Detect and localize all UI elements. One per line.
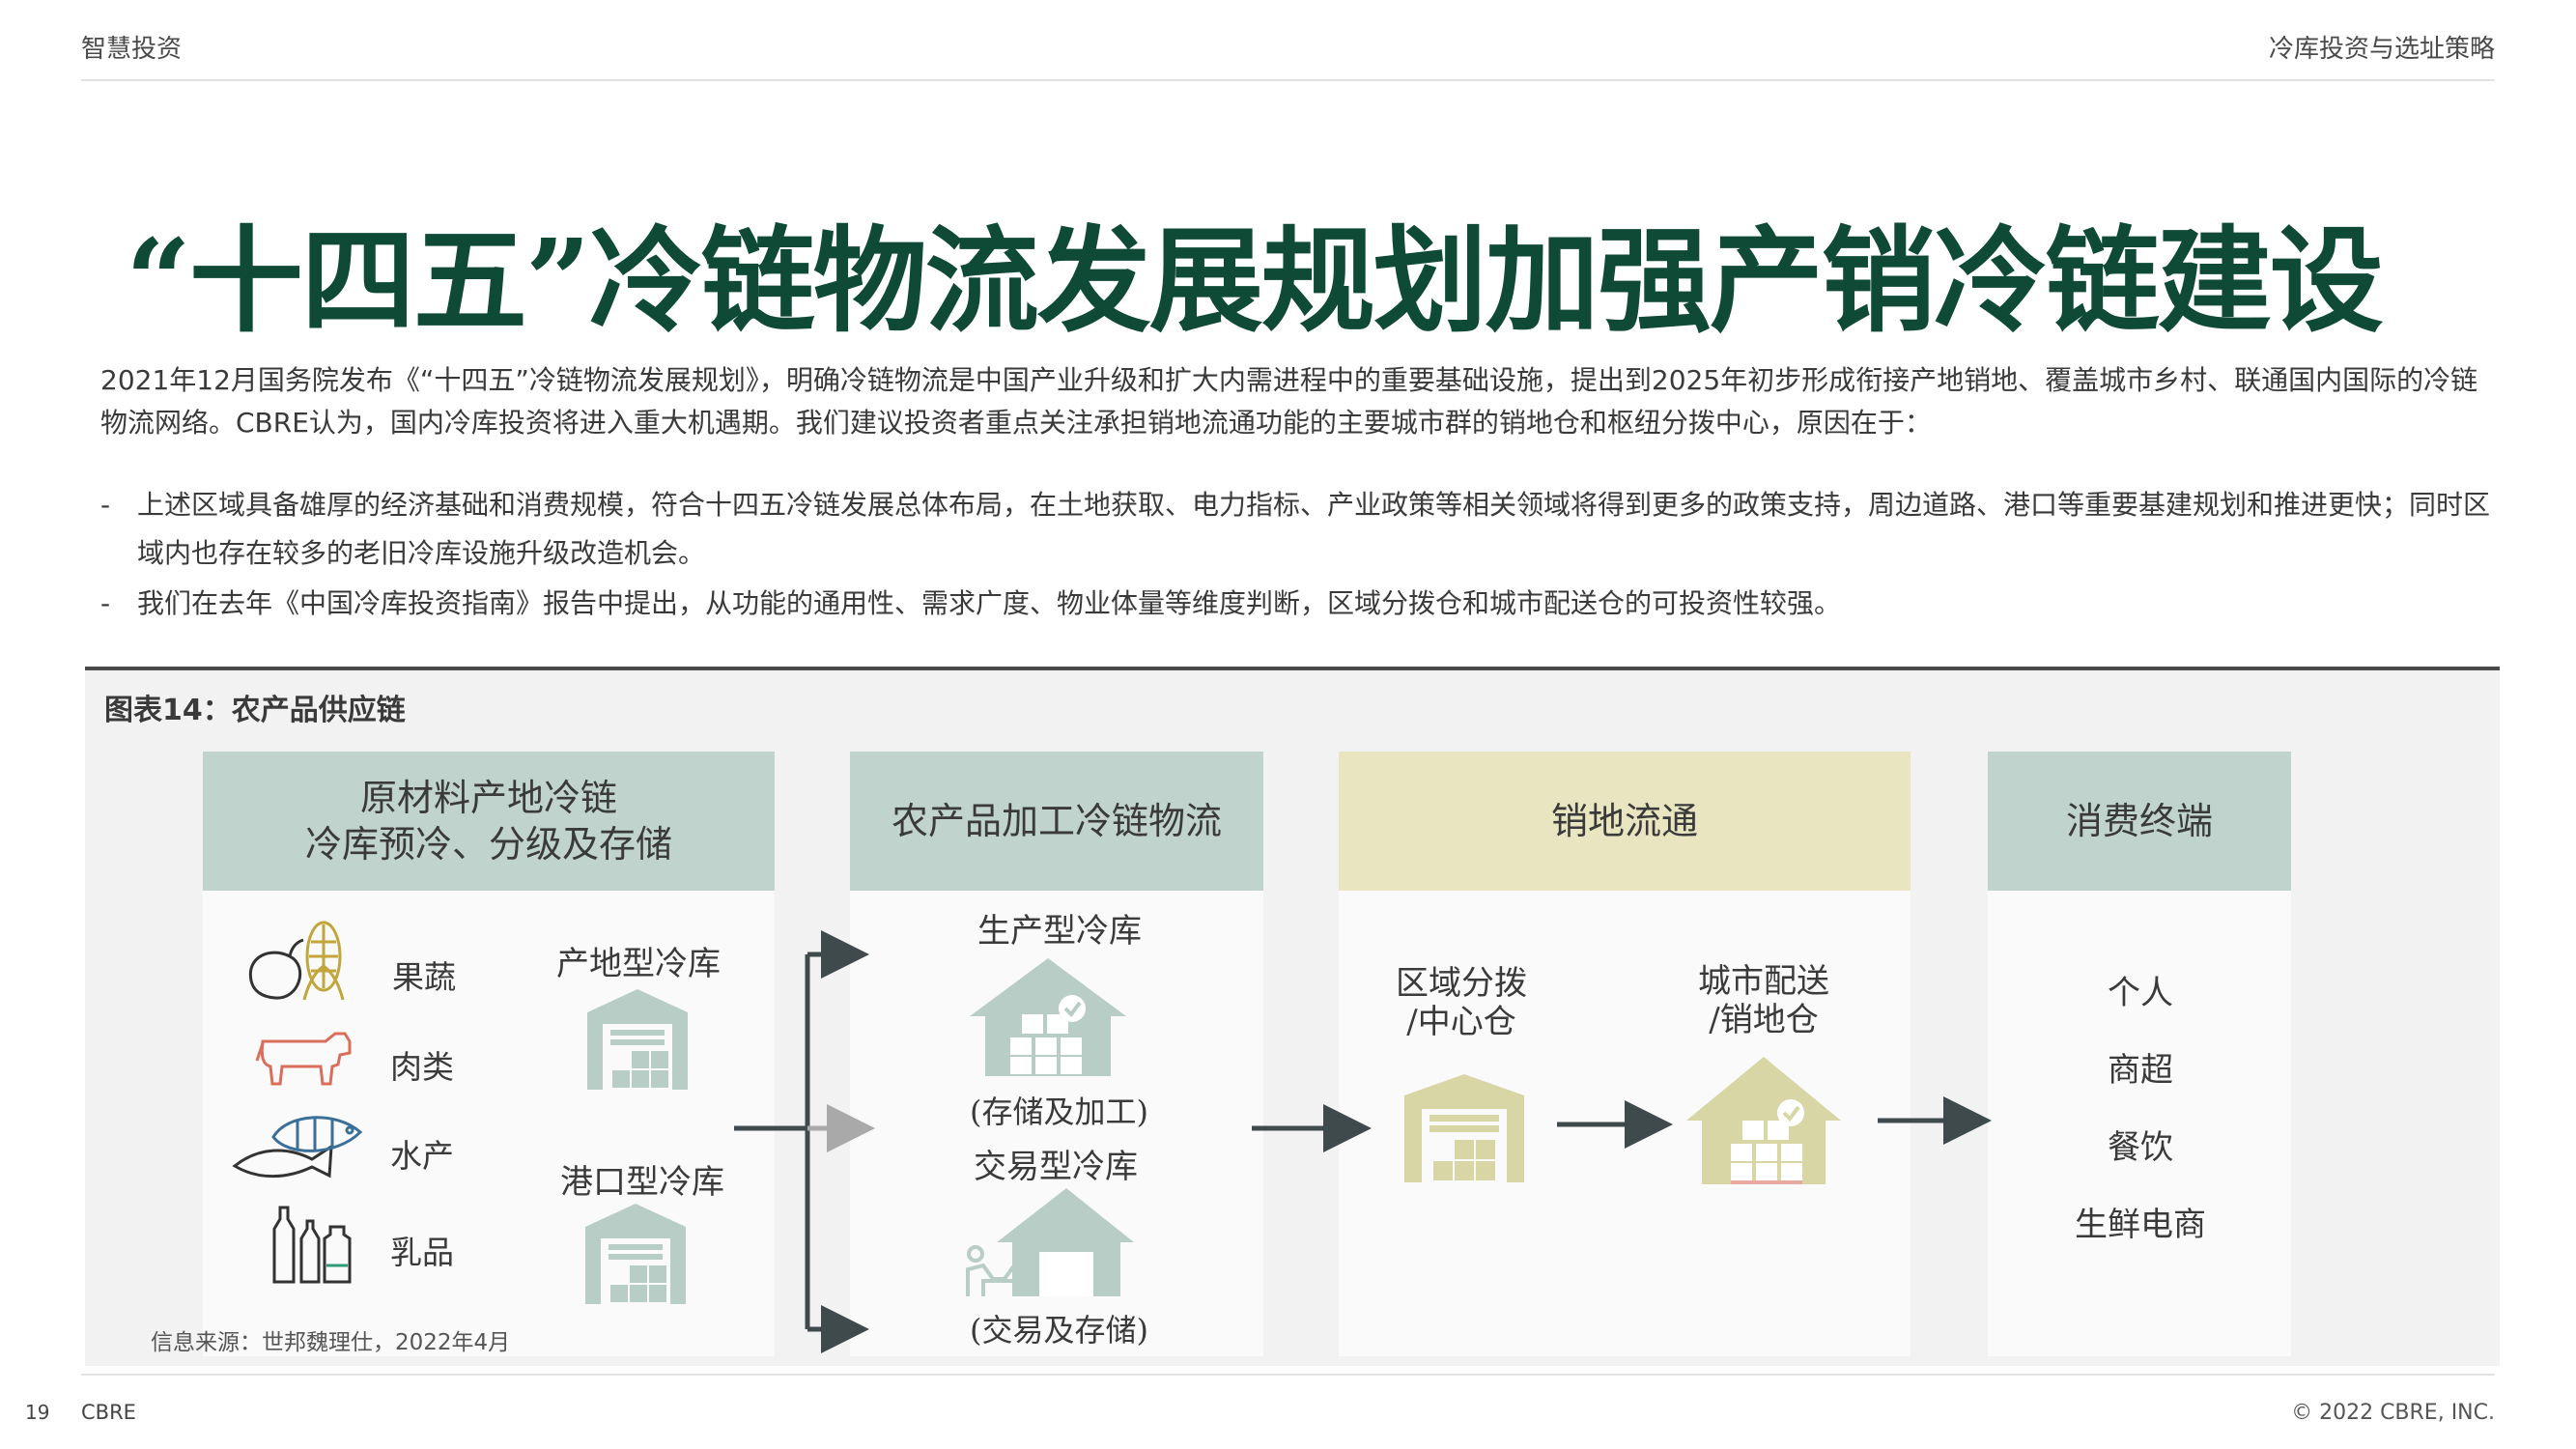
footer-divider (81, 1374, 2495, 1376)
page-title: “十四五”冷链物流发展规划加强产销冷链建设 (126, 213, 2384, 348)
consumer-item-supermarket: 商超 (2108, 1051, 2173, 1090)
warehouse-label-origin: 产地型冷库 (556, 945, 721, 983)
production-warehouse-label: 生产型冷库 (977, 912, 1142, 951)
production-warehouse-note: (存储及加工) (970, 1094, 1148, 1130)
consumer-item-fresh-ecommerce: 生鲜电商 (2075, 1206, 2206, 1244)
warehouse-label-port: 港口型冷库 (560, 1163, 724, 1202)
product-label-seafood: 水产 (390, 1137, 454, 1175)
bullet-dash: - (100, 489, 111, 521)
label-line-1: 区域分拨 (1396, 964, 1527, 1003)
bullet-text: 我们在去年《中国冷库投资指南》报告中提出，从功能的通用性、需求广度、物业体量等维… (137, 587, 1842, 619)
product-label-fruit: 果蔬 (392, 958, 456, 996)
header-divider (81, 79, 2495, 81)
column-distribution-heading: 销地流通 (1339, 752, 1911, 891)
column-origin-heading: 原材料产地冷链 冷库预冷、分级及存储 (203, 752, 775, 891)
bullet-text: 上述区域具备雄厚的经济基础和消费规模，符合十四五冷链发展总体布局，在土地获取、电… (137, 489, 2491, 569)
header-right-title: 冷库投资与选址策略 (2268, 35, 2495, 64)
dairy-icon (272, 1206, 352, 1284)
trading-warehouse-note: (交易及存储) (970, 1312, 1148, 1349)
city-delivery-label: 城市配送 /销地仓 (1677, 962, 1851, 1039)
origin-warehouse-icon (587, 989, 688, 1090)
intro-paragraph: 2021年12月国务院发布《“十四五”冷链物流发展规划》，明确冷链物流是中国产业… (100, 364, 2478, 439)
trading-warehouse-icon (966, 1188, 1134, 1296)
heading-line-1: 原材料产地冷链 (359, 777, 617, 819)
header-left-title: 智慧投资 (81, 35, 183, 64)
label-line-1: 城市配送 (1698, 962, 1829, 1001)
label-line-2: /中心仓 (1406, 1003, 1516, 1041)
column-consumer: 消费终端 (1988, 752, 2291, 1356)
footer-brand: CBRE (81, 1401, 136, 1424)
bullet-item-2: - 我们在去年《中国冷库投资指南》报告中提出，从功能的通用性、需求广度、物业体量… (100, 580, 2496, 628)
consumer-item-individual: 个人 (2108, 974, 2173, 1012)
trading-warehouse-label: 交易型冷库 (974, 1148, 1138, 1186)
figure-source: 信息来源：世邦魏理仕，2022年4月 (151, 1330, 511, 1355)
product-label-meat: 肉类 (390, 1048, 454, 1086)
production-warehouse-icon (970, 958, 1126, 1076)
column-distribution: 销地流通 (1339, 752, 1911, 1356)
bullet-dash: - (100, 587, 111, 619)
page-number: 19 (25, 1401, 50, 1424)
consumer-item-catering: 餐饮 (2108, 1128, 2173, 1167)
column-consumer-heading: 消费终端 (1988, 752, 2291, 891)
regional-distribution-label: 区域分拨 /中心仓 (1379, 964, 1543, 1041)
cattle-icon (255, 1032, 352, 1086)
fish-icon (232, 1116, 363, 1179)
port-warehouse-icon (585, 1204, 686, 1304)
city-delivery-warehouse-icon (1686, 1057, 1841, 1184)
regional-distribution-warehouse-icon (1404, 1074, 1524, 1182)
vegetable-fruit-icon (248, 921, 345, 1001)
bullet-item-1: - 上述区域具备雄厚的经济基础和消费规模，符合十四五冷链发展总体布局，在土地获取… (100, 481, 2496, 578)
figure-title: 图表14：农产品供应链 (104, 694, 406, 727)
footer-copyright: © 2022 CBRE, INC. (2291, 1401, 2495, 1425)
product-label-dairy: 乳品 (390, 1234, 454, 1271)
column-processing-heading: 农产品加工冷链物流 (850, 752, 1263, 891)
label-line-2: /销地仓 (1709, 1001, 1819, 1039)
heading-line-2: 冷库预冷、分级及存储 (304, 823, 672, 866)
